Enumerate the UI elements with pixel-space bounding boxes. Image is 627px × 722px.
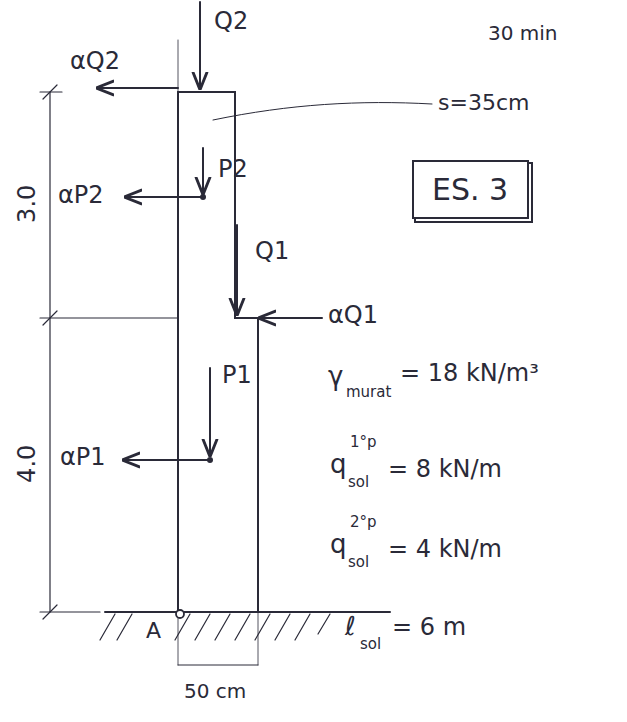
annotation-label: Q1 bbox=[255, 238, 289, 266]
annotation-label: αQ2 bbox=[70, 48, 120, 76]
annotation-label: P1 bbox=[222, 362, 252, 390]
load-point bbox=[200, 194, 206, 200]
extension-line bbox=[178, 40, 258, 665]
load-point bbox=[207, 457, 213, 463]
annotation-label: = 4 kN/m bbox=[388, 536, 502, 564]
exercise-title: ES. 3 bbox=[432, 172, 508, 207]
annotation-label: = 8 kN/m bbox=[388, 456, 502, 484]
load-arrow bbox=[202, 148, 204, 193]
annotation-label: αP2 bbox=[58, 182, 104, 210]
annotation-label: γ bbox=[328, 362, 343, 392]
annotation-label: αQ1 bbox=[328, 302, 378, 330]
wall-outline bbox=[178, 92, 258, 612]
annotation-label: Q2 bbox=[214, 8, 248, 36]
annotation-label: 30 min bbox=[488, 22, 558, 45]
annotation-label: = 18 kN/m³ bbox=[400, 360, 539, 388]
annotation-label: P2 bbox=[218, 156, 248, 184]
load-arrow bbox=[199, 2, 201, 88]
ground-hatch bbox=[100, 614, 330, 640]
wall-outline bbox=[177, 92, 179, 612]
load-arrow bbox=[98, 87, 178, 89]
load-arrow bbox=[126, 196, 203, 198]
annotation-label: sol bbox=[348, 554, 369, 571]
exercise-box: ES. 3 bbox=[412, 160, 529, 219]
dimension-tick bbox=[43, 85, 57, 619]
annotation-label: 1°p bbox=[350, 434, 377, 451]
annotation-label: sol bbox=[348, 474, 369, 491]
annotation-label: 2°p bbox=[350, 514, 377, 531]
dimension-tick bbox=[40, 92, 178, 612]
dimension-line bbox=[49, 92, 50, 612]
annotation-label: sol bbox=[360, 636, 381, 653]
leader-line bbox=[213, 103, 432, 120]
dimension-label: 4.0 bbox=[14, 445, 42, 483]
annotation-label: murat bbox=[346, 384, 391, 401]
load-arrow bbox=[209, 368, 211, 455]
dimension-label: 3.0 bbox=[14, 185, 42, 223]
load-arrow bbox=[260, 317, 322, 319]
annotation-label: s=35cm bbox=[438, 90, 529, 115]
annotation-label: q bbox=[330, 530, 347, 560]
annotation-label: A bbox=[146, 618, 161, 643]
annotation-label: = 6 m bbox=[392, 614, 466, 642]
annotation-label: 50 cm bbox=[184, 680, 246, 703]
annotation-label: αP1 bbox=[60, 444, 106, 472]
annotation-label: ℓ bbox=[345, 612, 356, 642]
point-a bbox=[176, 610, 184, 618]
load-arrow bbox=[124, 459, 210, 461]
load-arrow bbox=[236, 225, 238, 314]
annotation-label: q bbox=[330, 450, 347, 480]
dimension-line bbox=[178, 665, 258, 666]
